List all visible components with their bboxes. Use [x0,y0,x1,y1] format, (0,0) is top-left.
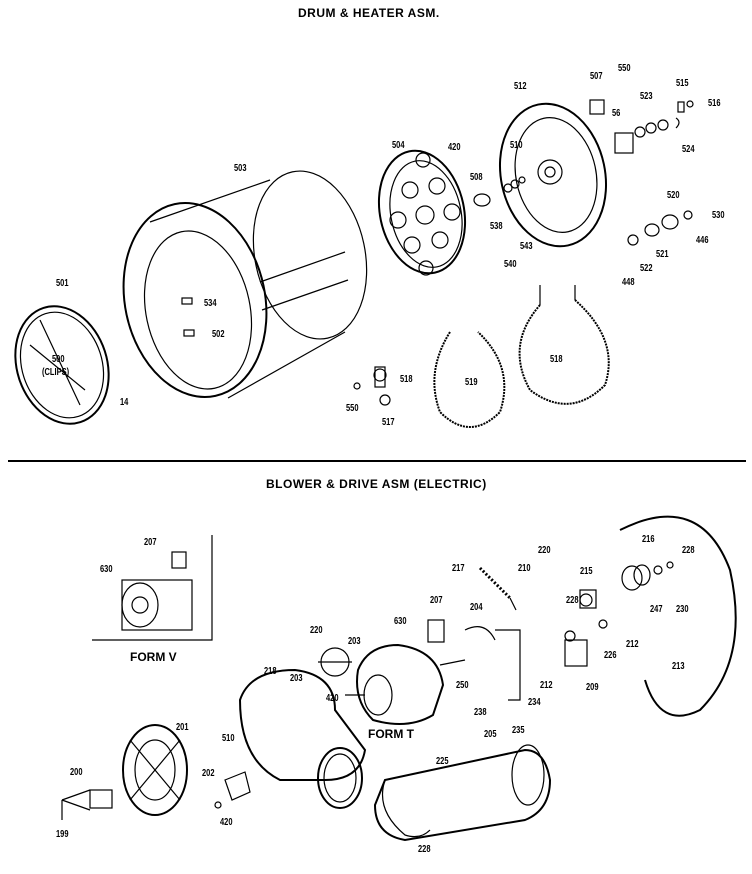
label-519: 519 [465,377,478,388]
label-530: 530 [712,210,725,221]
label-215: 215 [580,566,593,577]
label-630a: 630 [100,564,113,575]
label-520: 520 [667,190,680,201]
form-v-box [92,535,213,641]
label-200: 200 [70,767,83,778]
form-t-label: FORM T [368,727,414,741]
drum-part-503 [122,170,368,399]
blower-drive-title: BLOWER & DRIVE ASM (ELECTRIC) [266,477,487,491]
label-550a: 550 [346,403,359,414]
label-234: 234 [528,697,541,708]
label-212a: 212 [540,680,553,691]
label-420c: 420 [220,817,233,828]
spring-part-210 [478,566,517,611]
label-501: 501 [56,278,69,289]
label-209: 209 [586,682,599,693]
label-517: 517 [382,417,395,428]
label-207a: 207 [144,537,157,548]
label-210: 210 [518,563,531,574]
pulley-part-216 [621,561,674,591]
label-228a: 228 [418,844,431,855]
label-512: 512 [514,81,527,92]
label-226: 226 [604,650,617,661]
label-203b: 203 [290,673,303,684]
hardware-top [353,99,694,406]
label-204: 204 [470,602,483,613]
label-543: 543 [520,241,533,252]
label-420b: 420 [326,693,339,704]
part-203 [318,647,352,677]
label-56: 56 [612,108,621,119]
label-538: 538 [490,221,503,232]
switch-part-207 [427,619,445,643]
blower-housing-part-218 [238,668,367,809]
label-508: 508 [470,172,483,183]
label-228b: 228 [682,545,695,556]
label-510b: 510 [222,733,235,744]
idler-part-209 [564,589,608,667]
label-540: 540 [504,259,517,270]
label-503: 503 [234,163,247,174]
label-235: 235 [512,725,525,736]
label-230: 230 [676,604,689,615]
belt-part-213 [619,515,737,717]
label-212b: 212 [626,639,639,650]
label-220b: 220 [538,545,551,556]
part-202 [214,771,251,809]
label-207b: 207 [430,595,443,606]
heater-coil-part-519 [433,331,506,428]
front-ring-part-501 [14,305,110,425]
bracket-part-200 [61,789,113,820]
label-515: 515 [676,78,689,89]
drum-heater-title: DRUM & HEATER ASM. [298,6,440,20]
label-213: 213 [672,661,685,672]
label-507: 507 [590,71,603,82]
label-630b: 630 [394,616,407,627]
drum-back-part-504 [377,149,467,276]
label-518a: 518 [400,374,413,385]
motor-part-630 [345,643,466,725]
label-446: 446 [696,235,709,246]
label-201: 201 [176,722,189,733]
label-523: 523 [640,91,653,102]
label-250: 250 [456,680,469,691]
label-220a: 220 [310,625,323,636]
label-216: 216 [642,534,655,545]
label-217: 217 [452,563,465,574]
form-v-label: FORM V [130,650,177,664]
label-202: 202 [202,768,215,779]
label-203a: 203 [348,636,361,647]
exhaust-duct-part-228 [373,744,552,842]
label-247: 247 [650,604,663,615]
label-522: 522 [640,263,653,274]
label-205: 205 [484,729,497,740]
label-500: 500 [52,354,65,365]
label-521: 521 [656,249,669,260]
label-238: 238 [474,707,487,718]
label-448: 448 [622,277,635,288]
label-510: 510 [510,140,523,151]
label-14: 14 [120,397,129,408]
label-524: 524 [682,144,695,155]
label-clips: (CLIPS) [42,367,70,378]
label-550b: 550 [618,63,631,74]
label-534: 534 [204,298,217,309]
label-518b: 518 [550,354,563,365]
heater-coil-part-518 [518,285,610,405]
label-218: 218 [264,666,277,677]
blower-fan-part-201 [122,724,188,816]
label-199: 199 [56,829,69,840]
part-204 [464,626,521,701]
section-divider [8,460,746,462]
label-516: 516 [708,98,721,109]
heater-plate-part-512 [498,102,608,248]
label-502: 502 [212,329,225,340]
label-420a: 420 [448,142,461,153]
label-228c: 228 [566,595,579,606]
label-225: 225 [436,756,449,767]
label-504: 504 [392,140,405,151]
